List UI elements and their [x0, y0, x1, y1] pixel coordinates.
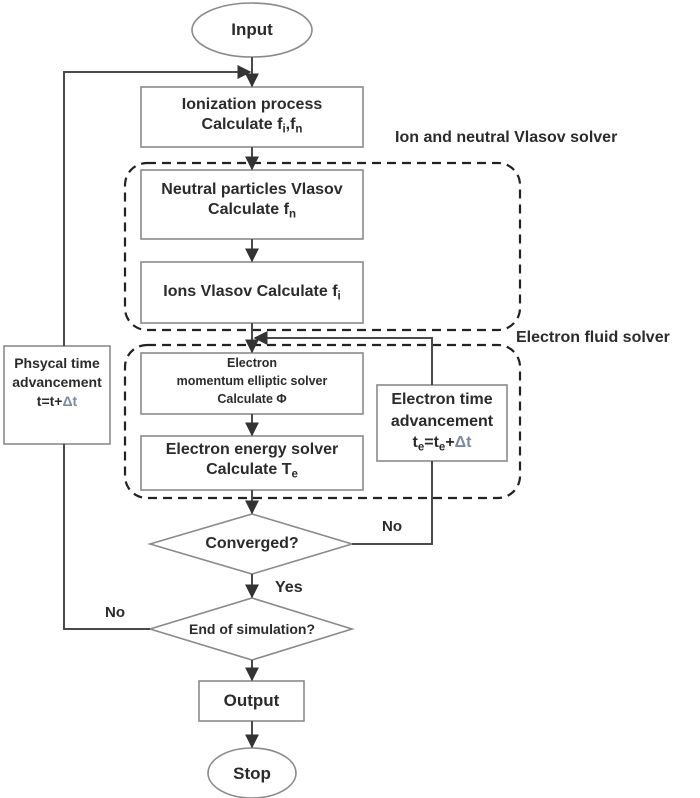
neutral-vlasov-line1: Neutral particles Vlasov — [161, 181, 343, 198]
ions-vlasov-label: Ions Vlasov Calculate fi — [163, 283, 341, 303]
physical-time-box — [3, 345, 111, 445]
electron-momentum-line2: momentum elliptic solver — [176, 374, 328, 389]
edge-end-no — [63, 444, 150, 630]
electron-momentum-line3: Calculate Φ — [217, 392, 287, 407]
ionization-line2: Calculate fi,fn — [201, 116, 303, 136]
electron-time-label: Electron time advancement te=te+Δt — [377, 389, 507, 454]
edge-physical-time-loop — [63, 65, 252, 346]
electron-time-equation: te=te+Δt — [412, 434, 472, 454]
edge-electron-time-loop — [253, 331, 433, 385]
ionization-label: Ionization process Calculate fi,fn — [141, 95, 363, 135]
converged-label: Converged? — [205, 535, 299, 552]
neutral-vlasov-line2: Calculate fn — [208, 201, 296, 221]
group-ion-neutral-label: Ion and neutral Vlasov solver — [395, 129, 618, 146]
ionization-box — [140, 86, 364, 148]
physical-time-label: Phsycal time advancement t=t+Δt — [4, 354, 110, 411]
electron-momentum-label: Electron momentum elliptic solver Calcul… — [141, 354, 363, 408]
converged-no-label: No — [382, 518, 402, 535]
physical-time-line1: Phsycal time — [14, 355, 100, 371]
electron-energy-line2: Calculate Te — [206, 461, 298, 481]
end-simulation-label: End of simulation? — [189, 621, 315, 637]
electron-time-box — [376, 384, 508, 462]
electron-momentum-box — [140, 352, 364, 415]
output-box — [198, 680, 305, 722]
edge-converged-no — [352, 461, 433, 545]
physical-time-line2: advancement — [12, 373, 102, 390]
end-no-label: No — [105, 604, 125, 621]
group-electron-fluid-boundary — [123, 343, 522, 500]
electron-time-line1: Electron time — [391, 391, 493, 408]
physical-time-equation: t=t+Δt — [36, 392, 78, 409]
neutral-vlasov-box — [140, 169, 364, 240]
electron-energy-line1: Electron energy solver — [165, 441, 339, 458]
stop-label: Stop — [233, 764, 271, 783]
electron-energy-box — [140, 435, 364, 491]
neutral-vlasov-label: Neutral particles Vlasov Calculate fn — [141, 180, 363, 220]
ionization-line1: Ionization process — [181, 96, 323, 113]
electron-time-line2: advancement — [390, 412, 494, 430]
group-electron-fluid-label: Electron fluid solver — [516, 329, 670, 346]
electron-energy-label: Electron energy solver Calculate Te — [141, 440, 363, 480]
electron-momentum-line1: Electron — [226, 356, 277, 370]
input-label: Input — [231, 20, 273, 39]
converged-yes-label: Yes — [275, 579, 303, 596]
output-label: Output — [223, 691, 280, 710]
